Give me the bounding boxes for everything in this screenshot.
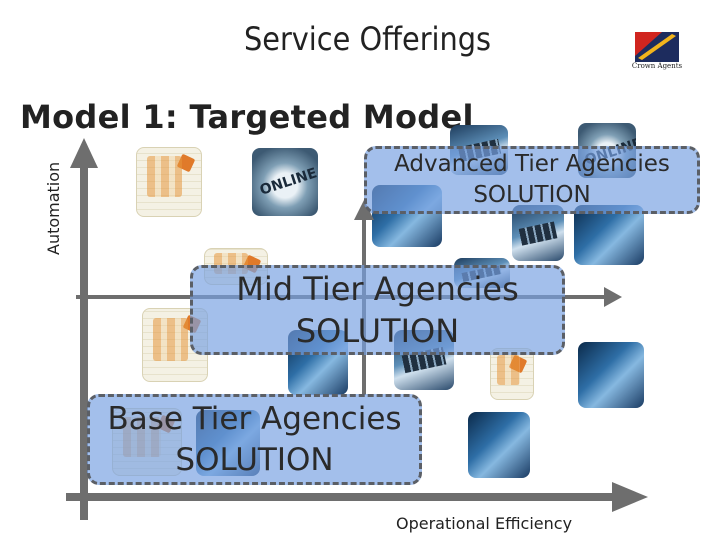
- mid-vertical-arrowhead: [354, 200, 374, 220]
- mid-tier-label: Mid Tier Agencies: [236, 270, 519, 308]
- base-tier-label: Base Tier Agencies: [107, 400, 402, 437]
- y-axis-arrowhead: [70, 138, 98, 168]
- mid-tier-solution: SOLUTION: [295, 312, 460, 350]
- advanced-tier-box: Advanced Tier Agencies SOLUTION: [364, 146, 700, 214]
- base-tier-solution: SOLUTION: [175, 441, 334, 478]
- base-tier-box: Base Tier Agencies SOLUTION: [87, 394, 422, 485]
- slide-title: Service Offerings: [243, 20, 492, 58]
- x-axis-label: Operational Efficiency: [396, 514, 573, 533]
- x-axis-arrowhead: [612, 482, 648, 512]
- mid-horizontal-arrowhead: [604, 287, 622, 307]
- advanced-tier-label: Advanced Tier Agencies: [394, 151, 670, 177]
- laptop-screen-photo: [468, 412, 530, 478]
- document-chart-photo: [136, 147, 202, 217]
- crown-agents-logo-mark: [635, 32, 679, 62]
- laptop-screen-photo: [578, 342, 644, 408]
- crown-agents-logo: [632, 30, 682, 70]
- online-sign-photo: [252, 148, 318, 216]
- model-subtitle: Model 1: Targeted Model: [20, 98, 474, 136]
- y-axis-label: Automation: [44, 161, 63, 255]
- logo-text: Crown Agents: [631, 62, 683, 70]
- laptop-screen-photo: [574, 205, 644, 265]
- mid-tier-box: Mid Tier Agencies SOLUTION: [190, 265, 565, 355]
- advanced-tier-solution: SOLUTION: [473, 182, 591, 208]
- document-chart-photo: [490, 348, 534, 400]
- keyboard-hands-photo: [512, 205, 564, 261]
